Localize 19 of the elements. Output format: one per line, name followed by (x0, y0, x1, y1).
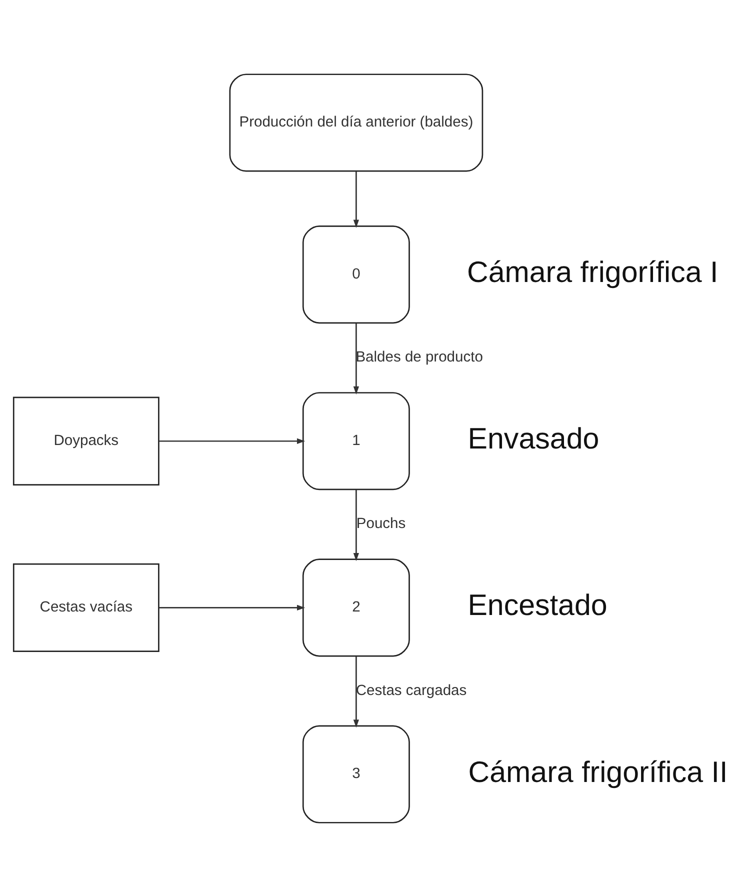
arrow (353, 170, 360, 228)
node-box: Producción del día anterior (baldes) (229, 73, 484, 172)
node-label: Cámara frigorífica I (467, 256, 718, 289)
arrow (158, 438, 306, 444)
node-box: 2 (302, 558, 410, 656)
arrow (158, 604, 306, 610)
arrow (353, 322, 360, 394)
arrow (353, 656, 360, 728)
node-label: Encestado (468, 588, 608, 622)
node-box: 1 (302, 392, 410, 490)
node-label: Envasado (468, 422, 600, 456)
edge-label: Baldes de producto (356, 349, 483, 366)
node-box: 3 (302, 724, 410, 823)
node-label: Cámara frigorífica II (468, 755, 728, 788)
node-box: Doypacks (12, 396, 160, 485)
edge-label: Pouchs (356, 516, 406, 532)
arrow (353, 489, 360, 561)
node-box: Cestas vacías (12, 562, 160, 652)
node-box: 0 (302, 225, 410, 324)
